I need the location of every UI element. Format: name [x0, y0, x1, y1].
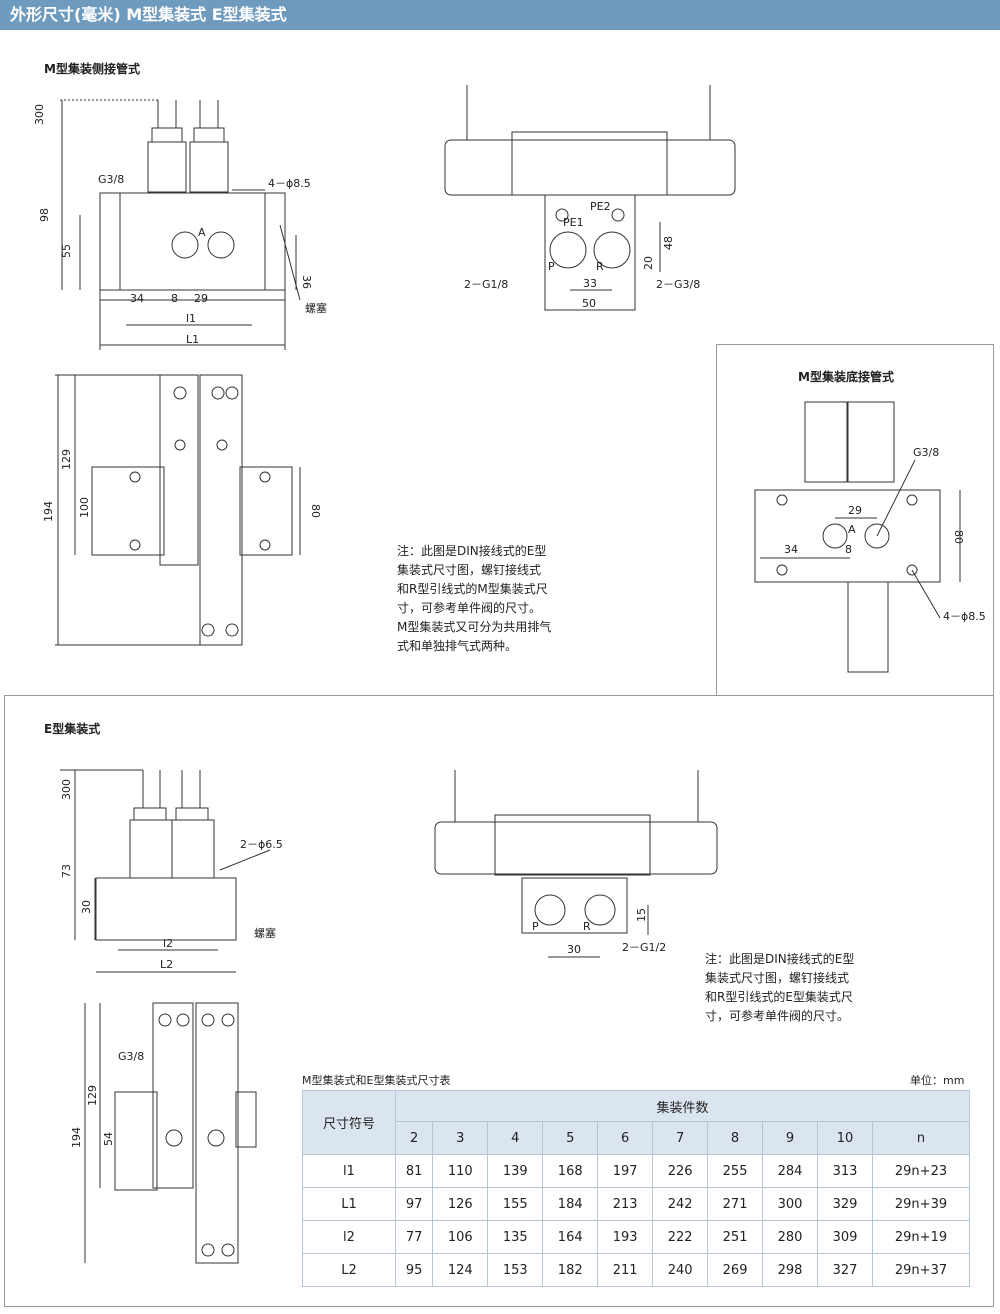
svg-text:2－G3/8: 2－G3/8 — [656, 278, 700, 291]
svg-text:33: 33 — [583, 277, 597, 290]
m-bottom-labels: G3/8 29 A 34 8 80 4－ϕ8.5 — [784, 446, 986, 623]
section-m-bottom-label: M型集装底接管式 — [798, 370, 894, 384]
e-front-labels: 300 73 30 2－ϕ6.5 l2 L2 螺塞 — [60, 779, 283, 971]
section-e-type-label: E型集装式 — [44, 722, 101, 736]
svg-text:194: 194 — [70, 1127, 83, 1148]
m-top-labels: 194 129 100 80 — [42, 449, 322, 522]
svg-text:A: A — [198, 226, 206, 239]
svg-text:73: 73 — [60, 864, 73, 878]
table-unit: 单位：mm — [910, 1074, 965, 1087]
column-header: 9 — [762, 1121, 818, 1155]
column-header: 10 — [817, 1121, 873, 1155]
svg-text:29: 29 — [194, 292, 208, 305]
svg-text:15: 15 — [635, 908, 648, 922]
m-side-front-view — [60, 99, 301, 350]
column-header: 2 — [394, 1121, 434, 1155]
column-header: 4 — [487, 1121, 544, 1155]
svg-text:80: 80 — [309, 504, 322, 518]
svg-text:29: 29 — [848, 504, 862, 517]
svg-text:2－G1/2: 2－G1/2 — [622, 941, 666, 954]
svg-text:G3/8: G3/8 — [118, 1050, 144, 1063]
svg-text:P: P — [532, 920, 539, 933]
section-m-side-label: M型集装侧接管式 — [44, 62, 140, 76]
svg-text:8: 8 — [845, 543, 852, 556]
e-note: 注：此图是DIN接线式的E型集装式尺寸图，螺钉接线式和R型引线式的E型集装式尺 … — [705, 952, 855, 1023]
svg-text:螺塞: 螺塞 — [254, 926, 276, 940]
e-type-frame — [4, 695, 994, 1307]
svg-text:8: 8 — [171, 292, 178, 305]
svg-text:129: 129 — [86, 1085, 99, 1106]
e-top-view — [84, 1002, 257, 1264]
svg-text:300: 300 — [60, 779, 73, 800]
svg-text:G3/8: G3/8 — [913, 446, 939, 459]
svg-text:34: 34 — [784, 543, 798, 556]
svg-text:80: 80 — [952, 530, 965, 544]
svg-text:30: 30 — [80, 900, 93, 914]
column-header: n — [872, 1121, 970, 1155]
svg-text:G3/8: G3/8 — [98, 173, 124, 186]
symbol-header: 尺寸符号 — [302, 1090, 396, 1155]
svg-text:98: 98 — [38, 208, 51, 222]
column-header: 6 — [597, 1121, 654, 1155]
m-side-labels: 300 98 55 G3/8 A 4－ϕ8.5 36 34 8 29 l1 L1… — [33, 104, 327, 346]
e-top-labels: 194 129 54 G3/8 — [70, 1050, 144, 1148]
column-header: 8 — [707, 1121, 764, 1155]
svg-text:螺塞: 螺塞 — [305, 301, 327, 315]
svg-text:194: 194 — [42, 501, 55, 522]
m-right-labels: PE2 PE1 P R 48 20 33 50 2－G1/8 2－G3/8 — [464, 200, 700, 310]
svg-text:4－ϕ8.5: 4－ϕ8.5 — [943, 610, 986, 623]
svg-text:54: 54 — [102, 1132, 115, 1146]
svg-text:l2: l2 — [163, 937, 173, 950]
svg-text:R: R — [596, 260, 604, 273]
svg-text:55: 55 — [60, 244, 73, 258]
svg-text:48: 48 — [662, 236, 675, 250]
svg-text:4－ϕ8.5: 4－ϕ8.5 — [268, 177, 311, 190]
svg-text:L1: L1 — [186, 333, 199, 346]
table-title: M型集装式和E型集装式尺寸表 — [302, 1074, 451, 1087]
svg-text:20: 20 — [642, 256, 655, 270]
svg-text:2－G1/8: 2－G1/8 — [464, 278, 508, 291]
m-note: 注：此图是DIN接线式的E型集装式尺寸图，螺钉接线式和R型引线式的M型集装式尺 … — [397, 544, 552, 653]
svg-text:100: 100 — [78, 497, 91, 518]
svg-text:A: A — [848, 523, 856, 536]
m-top-view — [55, 374, 301, 646]
e-side-view — [434, 770, 718, 958]
svg-text:300: 300 — [33, 104, 46, 125]
svg-text:L2: L2 — [160, 958, 173, 971]
column-header: 5 — [542, 1121, 599, 1155]
e-side-labels: P R 15 30 2－G1/2 — [532, 908, 666, 956]
svg-text:30: 30 — [567, 943, 581, 956]
page-header: 外形尺寸(毫米) M型集装式 E型集装式 — [0, 0, 1000, 30]
m-bottom-view — [754, 401, 961, 673]
svg-text:R: R — [583, 920, 591, 933]
column-header: 3 — [432, 1121, 489, 1155]
svg-text:129: 129 — [60, 449, 73, 470]
svg-text:50: 50 — [582, 297, 596, 310]
svg-text:34: 34 — [130, 292, 144, 305]
svg-text:P: P — [548, 260, 555, 273]
svg-text:PE1: PE1 — [563, 216, 584, 229]
column-header: 7 — [652, 1121, 709, 1155]
m-side-right-view — [444, 85, 736, 311]
svg-text:PE2: PE2 — [590, 200, 611, 213]
svg-text:36: 36 — [300, 275, 313, 289]
svg-text:2－ϕ6.5: 2－ϕ6.5 — [240, 838, 283, 851]
e-front-view — [60, 769, 271, 973]
count-header: 集装件数 — [395, 1090, 970, 1122]
svg-text:l1: l1 — [186, 312, 196, 325]
